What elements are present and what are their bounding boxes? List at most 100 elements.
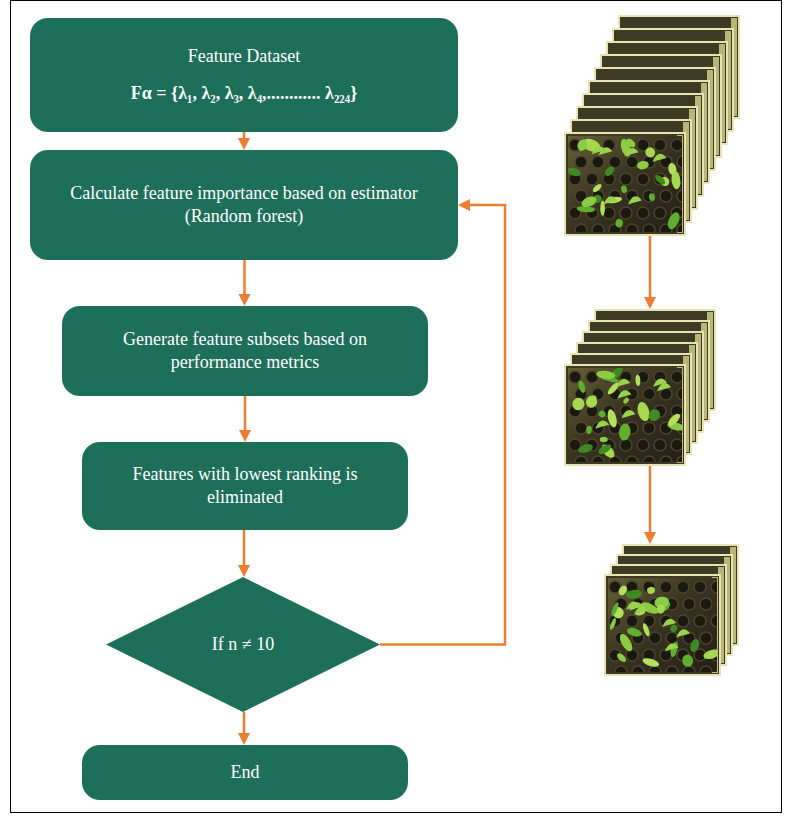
arrow-head <box>238 138 250 150</box>
node-label: Feature Dataset <box>188 45 300 68</box>
leaf <box>603 165 616 178</box>
flow-arrow <box>239 396 251 442</box>
leaf <box>702 648 717 661</box>
tray-cell <box>643 224 655 232</box>
leaf <box>597 442 613 456</box>
tray-cell <box>643 456 655 462</box>
tray-cell <box>671 439 682 451</box>
diamond-fill <box>106 577 380 712</box>
leaf <box>642 657 661 669</box>
image-frame <box>565 365 685 465</box>
flow-arrow <box>380 199 505 645</box>
tray-cell <box>615 666 627 672</box>
leaf <box>628 196 642 204</box>
tray-cell <box>654 207 666 219</box>
tray-cell <box>700 632 712 644</box>
tray-cell <box>637 207 649 219</box>
node-label: Features with lowest ranking is eliminat… <box>100 463 390 510</box>
stack-arrow-line <box>649 236 652 298</box>
stack-arrow-head <box>644 532 656 544</box>
tray-cell <box>575 224 587 232</box>
tray-cell <box>660 388 672 400</box>
photo-ground <box>608 578 717 672</box>
leaf <box>625 589 642 599</box>
tray-cell <box>626 224 638 232</box>
arrow-line <box>243 260 246 295</box>
image-frame <box>565 133 685 235</box>
tray-cell <box>609 156 621 168</box>
leaf <box>636 401 652 423</box>
leaf <box>635 374 641 386</box>
leaf <box>629 602 643 610</box>
tray-cell <box>592 224 604 232</box>
leaf <box>603 196 617 204</box>
arrow-head <box>239 294 251 306</box>
leaf <box>609 617 617 630</box>
leaf <box>617 584 629 597</box>
decision-diamond: If n ≠ 10 <box>106 577 380 712</box>
leaf <box>653 379 667 387</box>
tray-cell <box>694 581 706 593</box>
leaf <box>621 410 635 418</box>
tray-cell <box>592 456 604 462</box>
leaf <box>641 622 650 637</box>
leaf <box>681 654 694 668</box>
leaf <box>616 652 628 664</box>
leaf <box>600 437 608 442</box>
process-box: Generate feature subsets based on perfor… <box>62 306 428 396</box>
tray-cell <box>660 190 672 202</box>
tray-cell <box>592 156 604 168</box>
leaf <box>615 218 624 228</box>
photo-ground <box>568 136 682 232</box>
leaf <box>620 185 627 194</box>
leaf <box>592 146 606 154</box>
tray-cell <box>677 224 682 232</box>
arrow-line <box>243 530 246 566</box>
data-box: Feature DatasetFα = {λ₁, λ₂, λ₃, λ₄,....… <box>30 18 458 132</box>
leaf <box>636 160 649 170</box>
leaf <box>597 409 607 419</box>
leaf <box>676 629 690 637</box>
leaf <box>570 396 587 413</box>
node-label: If n ≠ 10 <box>212 633 274 656</box>
leaf <box>648 193 655 202</box>
tray-cell <box>660 581 672 593</box>
leaf <box>568 166 582 177</box>
leaf <box>606 408 619 428</box>
leaf <box>654 173 667 186</box>
arrow-head <box>238 565 250 577</box>
node-label: End <box>231 761 260 784</box>
leaf <box>617 390 631 398</box>
tray-cell <box>643 422 655 434</box>
leaf <box>596 370 616 380</box>
leaf <box>689 638 701 653</box>
leaf <box>610 601 620 616</box>
tray-cell <box>671 139 682 151</box>
leaf <box>665 210 682 231</box>
leaf <box>586 425 592 434</box>
end-box: End <box>82 745 408 800</box>
arrow-line <box>380 205 505 645</box>
leaf <box>665 643 679 651</box>
tray-cell <box>677 388 682 400</box>
tray-cell <box>677 156 682 168</box>
plant-photo <box>568 368 682 462</box>
leaf <box>624 137 637 149</box>
leaf <box>652 154 666 162</box>
tray-cell <box>694 615 706 627</box>
leaf <box>622 397 630 405</box>
tray-cell <box>637 439 649 451</box>
flow-arrow <box>238 712 250 745</box>
tray-cell <box>575 422 587 434</box>
stack-arrow-line <box>649 466 652 533</box>
tray-cell <box>683 666 695 672</box>
tray-cell <box>683 598 695 610</box>
tray-cell <box>575 456 587 462</box>
tray-cell <box>620 207 632 219</box>
leaf <box>580 194 598 209</box>
frame-border <box>11 1 782 813</box>
image-frame <box>605 575 720 675</box>
node-label: Generate feature subsets based on perfor… <box>80 328 410 375</box>
